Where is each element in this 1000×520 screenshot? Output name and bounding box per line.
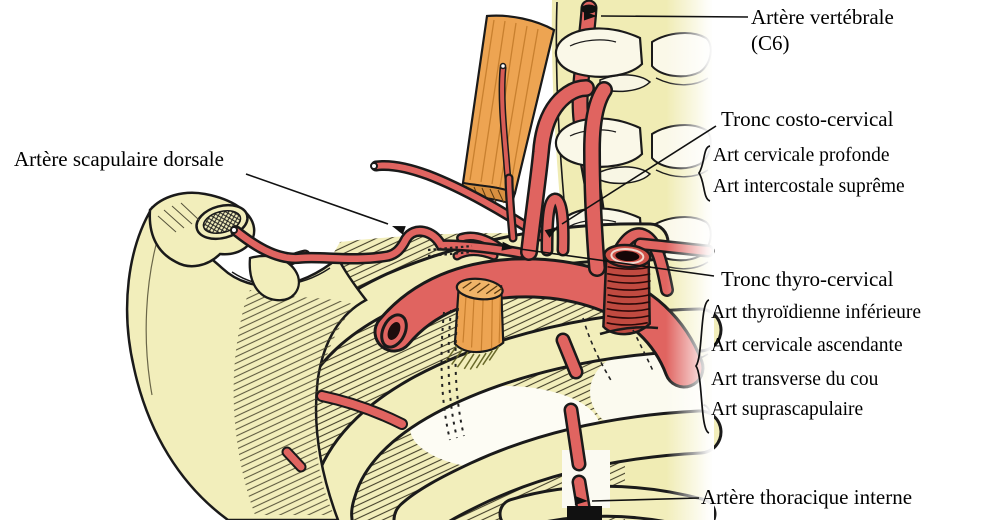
cut-artery-stump: [602, 243, 652, 336]
rib-edge-over-stump: [599, 326, 659, 336]
label-thyrocervical-title: Tronc thyro-cervical: [721, 267, 894, 291]
label-dorsal-scapular: Artère scapulaire dorsale: [14, 147, 224, 171]
cut-muscle-stump: [445, 277, 505, 370]
label-internal-thoracic: Artère thoracique interne: [701, 485, 913, 509]
label-costocervical-branch-2: Art intercostale suprême: [713, 176, 905, 197]
label-thyrocervical-branch-3: Art transverse du cou: [711, 369, 879, 390]
dashed-lines: [427, 244, 655, 441]
arrowheads: [392, 11, 597, 506]
label-vertebral-artery: Artère vertébrale (C6): [751, 4, 894, 57]
intercostal-arteries: [281, 390, 408, 473]
label-costocervical-title: Tronc costo-cervical: [721, 107, 894, 131]
label-thyrocervical-branch-2: Art cervicale ascendante: [711, 335, 903, 356]
column-fade: [666, 0, 714, 520]
subclavian-artery-branches: [230, 79, 715, 389]
braces: [694, 145, 711, 434]
scapula: [125, 205, 368, 520]
label-vertebral-artery-sub: (C6): [751, 31, 790, 56]
label-costocervical-branch-1: Art cervicale profonde: [713, 145, 890, 166]
leader-lines: [245, 15, 749, 502]
label-thyrocervical-branch-4: Art suprascapulaire: [711, 399, 864, 420]
label-vertebral-artery-text: Artère vertébrale: [751, 5, 894, 29]
internal-thoracic-artery: [555, 332, 610, 520]
scalene-muscle: [459, 14, 556, 206]
label-thyrocervical-branch-1: Art thyroïdienne inférieure: [711, 302, 922, 323]
